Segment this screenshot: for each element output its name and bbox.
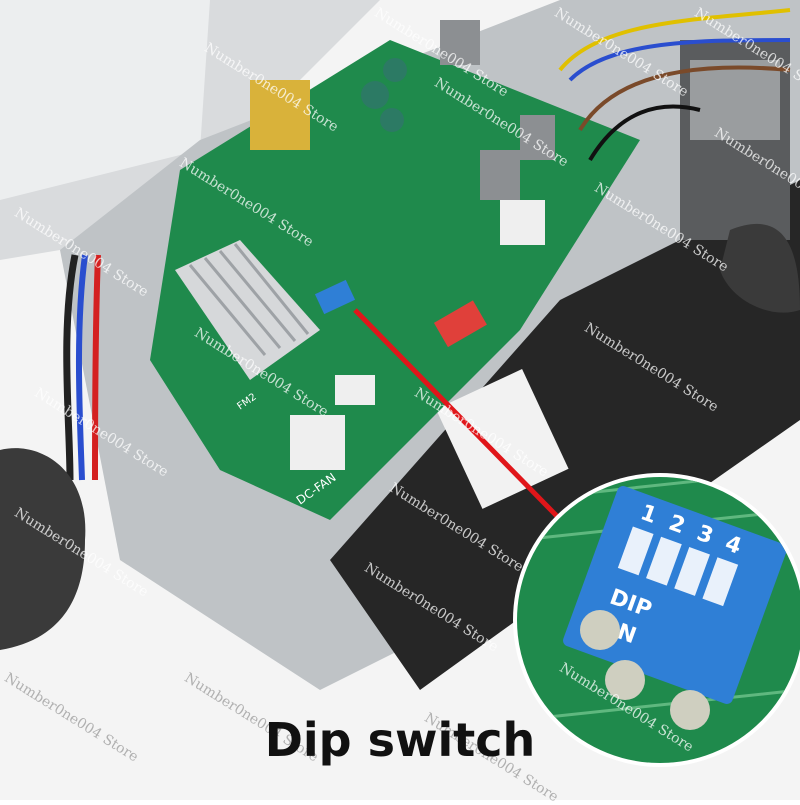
caption-title: Dip switch — [264, 713, 536, 767]
solder-joint — [670, 690, 710, 730]
connector-red — [433, 300, 487, 348]
capacitor — [380, 108, 404, 132]
dip-switch-small — [314, 279, 356, 315]
foam-right — [720, 223, 800, 313]
dip-toggle — [702, 557, 739, 607]
dip-switch-enlarged — [563, 486, 787, 704]
wire-black — [588, 104, 701, 162]
dip-toggle — [646, 536, 682, 586]
solder-joint — [605, 660, 645, 700]
zoom-inset: 1 2 3 4 DIP ON — [513, 473, 800, 767]
wire-black-left — [63, 254, 79, 481]
heatsink — [175, 240, 320, 380]
terminal-block-face — [690, 60, 780, 140]
dip-toggle — [617, 526, 654, 576]
wire-red-left — [92, 254, 101, 481]
wire-blue-left — [75, 254, 88, 481]
transformer — [250, 80, 310, 150]
capacitor — [361, 81, 389, 109]
relay-block — [520, 115, 555, 160]
wire-brown — [578, 65, 791, 132]
relay-block — [480, 150, 520, 200]
foam-left — [0, 448, 86, 650]
solder-joint — [580, 610, 620, 650]
plastic-base — [330, 180, 800, 690]
spec-label-sticker — [0, 0, 210, 200]
wire-yellow — [558, 8, 791, 72]
base-cutout — [435, 369, 569, 509]
connector-white — [500, 200, 545, 245]
connector-dc-fan — [290, 415, 345, 470]
connector-white — [335, 375, 375, 405]
dip-toggle — [674, 546, 710, 596]
relay-block — [440, 20, 480, 65]
wire-blue — [568, 38, 791, 82]
capacitor — [383, 58, 407, 82]
